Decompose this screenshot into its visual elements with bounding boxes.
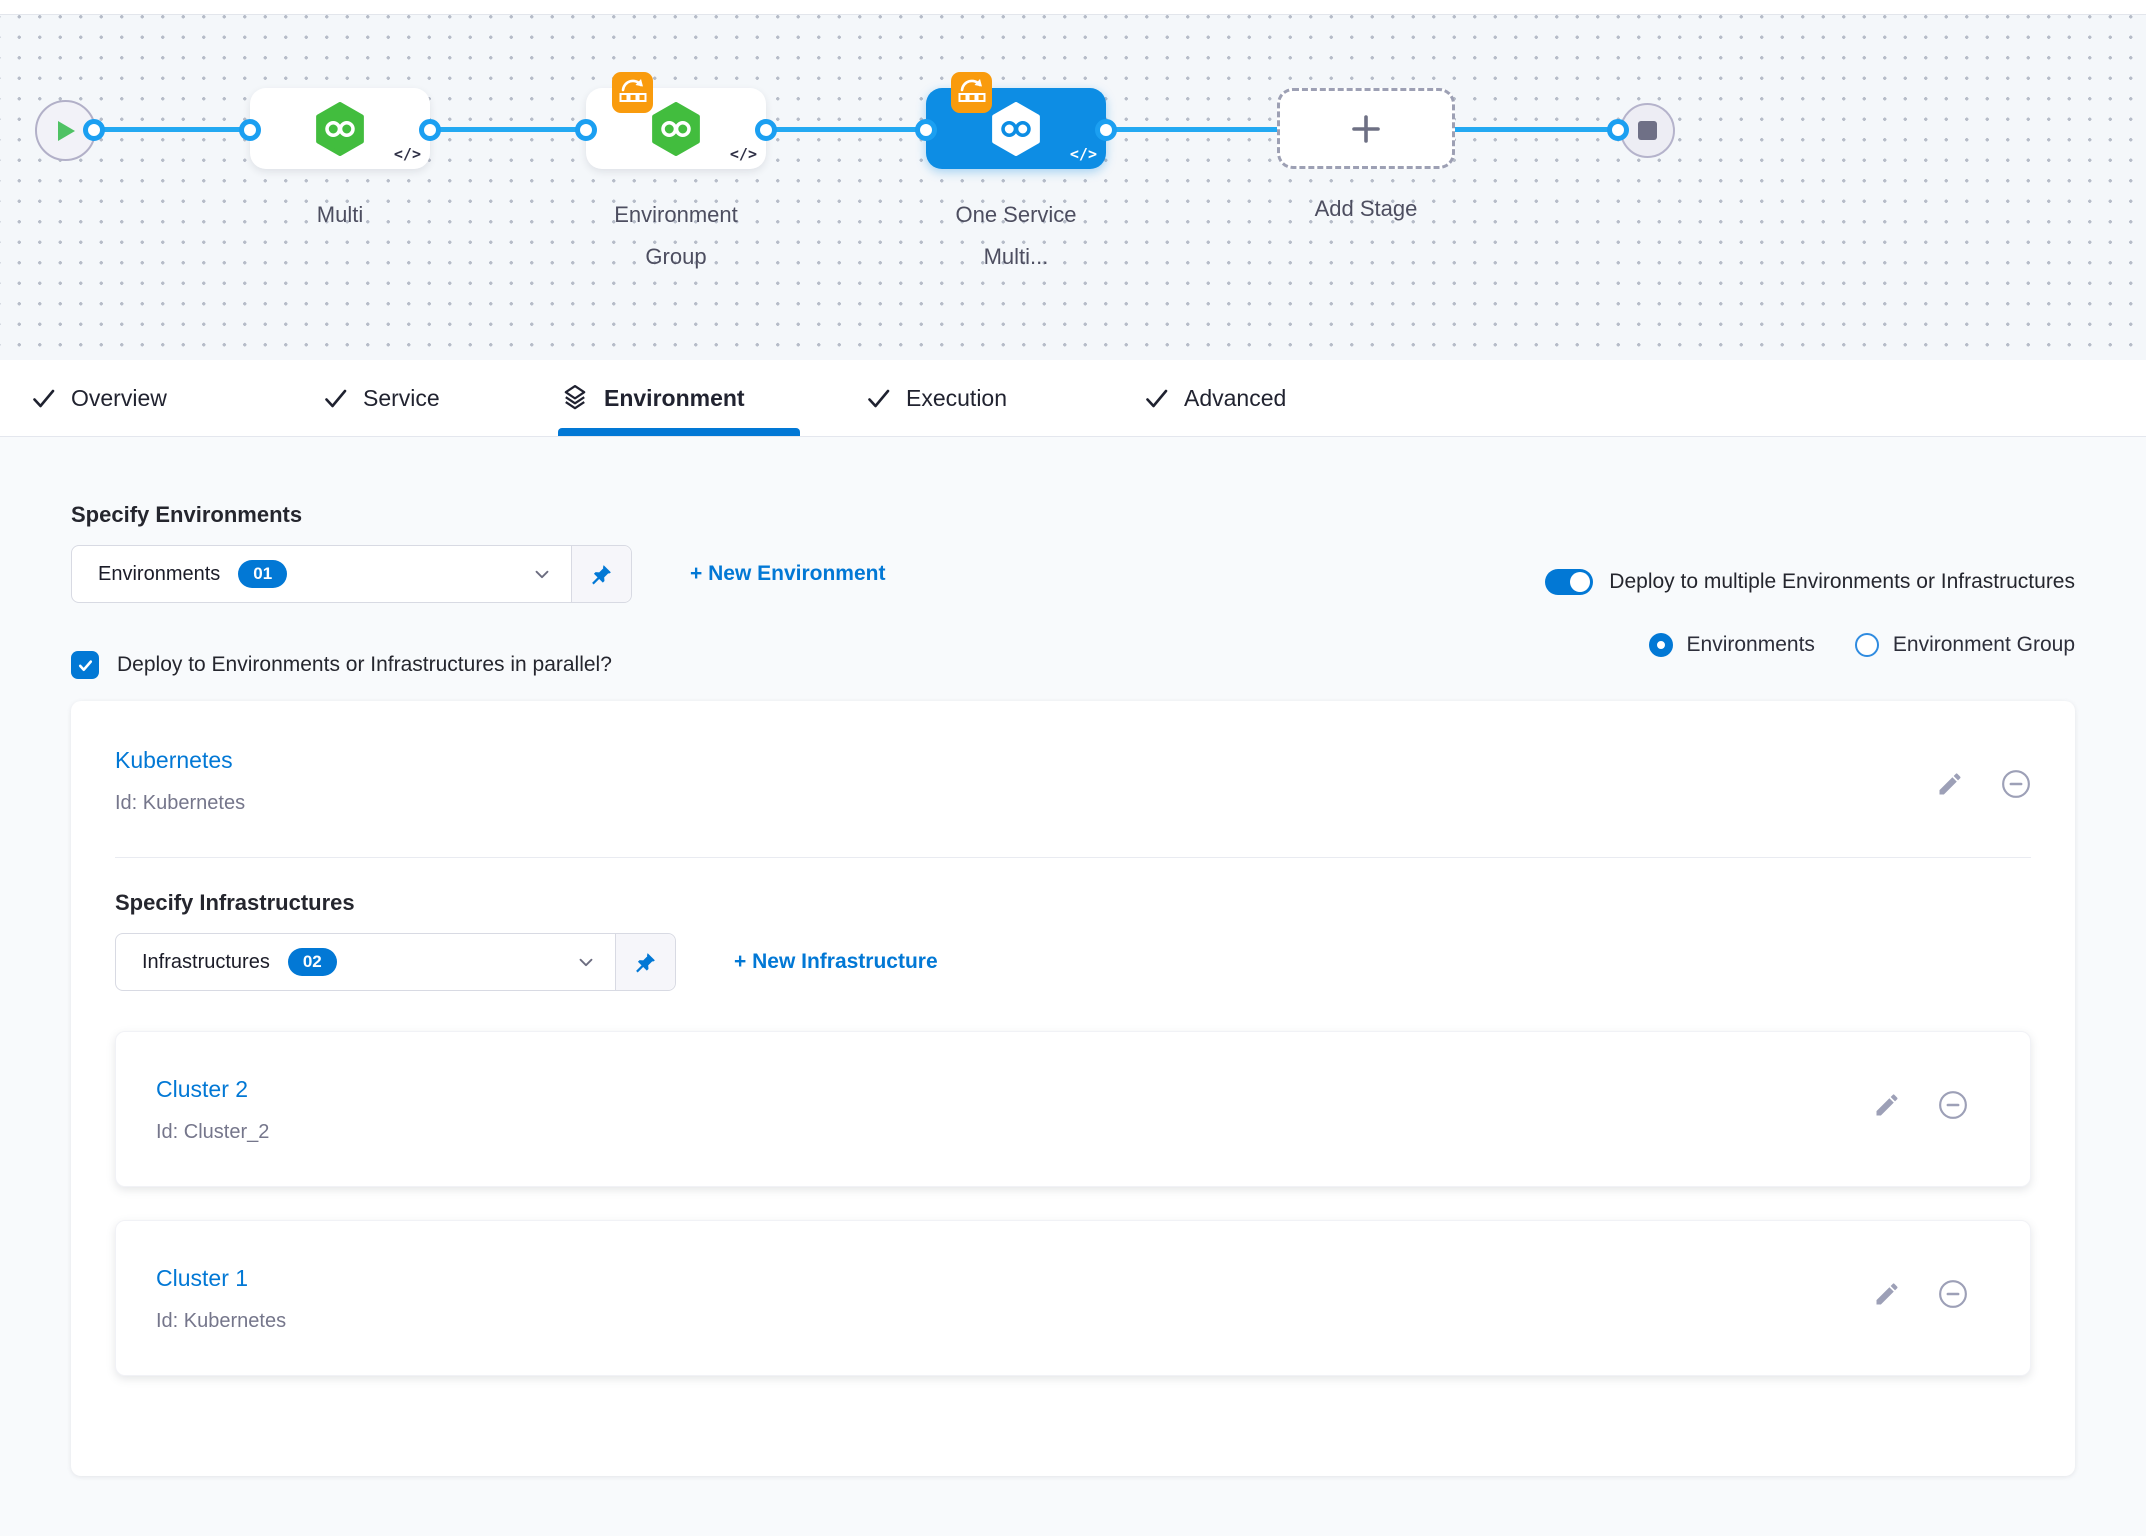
edit-icon[interactable] — [1936, 770, 1964, 798]
tab-execution[interactable]: Execution — [865, 360, 1007, 437]
add-stage-label: Add Stage — [1314, 196, 1418, 221]
environment-card: Kubernetes Id: Kubernetes Specify Infras… — [71, 701, 2075, 1476]
pipeline-start-node[interactable] — [35, 100, 96, 161]
flow-line — [430, 127, 588, 132]
service-hexagon-icon — [652, 101, 700, 156]
deploy-parallel-checkbox[interactable] — [71, 651, 99, 679]
section-divider — [115, 857, 2031, 858]
infrastructures-count-badge: 02 — [287, 948, 337, 976]
edit-icon[interactable] — [1873, 1280, 1901, 1308]
check-icon — [78, 659, 92, 671]
pin-icon — [592, 564, 611, 584]
node-connector[interactable] — [419, 119, 441, 141]
environment-tab-icon — [564, 384, 586, 409]
infrastructure-row-cluster-2: Cluster 2 Id: Cluster_2 — [115, 1031, 2031, 1187]
window-top-strip — [0, 0, 2146, 15]
pin-fixed-value-button[interactable] — [615, 934, 675, 990]
stage-node-one-service[interactable]: </> — [926, 88, 1106, 169]
node-connector[interactable] — [83, 119, 105, 141]
multi-env-toggle-label: Deploy to multiple Environments or Infra… — [1609, 570, 2075, 593]
stage-tabbar: Overview Service Environment Execution A… — [0, 360, 2146, 437]
radio-environments[interactable] — [1648, 633, 1673, 657]
environments-count-badge: 01 — [238, 560, 288, 588]
stage-label-one-service: One Service Multi... — [955, 202, 1077, 269]
infrastructure-id: Id: Kubernetes — [156, 1310, 287, 1332]
chevron-down-icon — [531, 563, 553, 585]
infrastructures-dropdown[interactable]: Infrastructures 02 — [115, 933, 676, 991]
stage-node-multi[interactable]: </> — [250, 88, 430, 169]
add-stage-button[interactable] — [1277, 88, 1455, 169]
infrastructure-id: Id: Cluster_2 — [156, 1121, 270, 1143]
code-icon: </> — [1069, 145, 1097, 163]
new-environment-link[interactable]: + New Environment — [690, 562, 886, 585]
tab-environment[interactable]: Environment — [560, 360, 745, 437]
code-icon: </> — [729, 145, 757, 163]
node-connector[interactable] — [915, 119, 937, 141]
node-connector[interactable] — [1095, 119, 1117, 141]
environment-title-link[interactable]: Kubernetes — [115, 747, 233, 773]
node-connector[interactable] — [575, 119, 597, 141]
infrastructures-dropdown-value: Infrastructures — [142, 950, 270, 973]
check-icon — [325, 389, 347, 408]
check-icon — [868, 389, 890, 408]
stage-label-multi: Multi — [316, 202, 364, 227]
radio-option-environments[interactable]: Environments — [1648, 633, 1815, 657]
rolling-deploy-badge-icon — [612, 72, 653, 113]
node-connector[interactable] — [1607, 119, 1629, 141]
remove-icon[interactable] — [2001, 769, 2031, 799]
environment-row: Kubernetes Id: Kubernetes — [115, 747, 2031, 815]
check-icon — [33, 389, 55, 408]
play-icon — [57, 120, 75, 141]
pipeline-end-node[interactable] — [1620, 103, 1675, 158]
remove-icon[interactable] — [1938, 1279, 1968, 1309]
new-infrastructure-link[interactable]: + New Infrastructure — [734, 950, 938, 973]
node-connector[interactable] — [755, 119, 777, 141]
pin-fixed-value-button[interactable] — [571, 546, 631, 602]
tab-overview[interactable]: Overview — [30, 360, 167, 437]
stage-label-environment-group: Environment Group — [614, 202, 738, 269]
environment-id: Id: Kubernetes — [115, 792, 246, 814]
radio-environment-group[interactable] — [1854, 633, 1879, 657]
remove-icon[interactable] — [1938, 1090, 1968, 1120]
infrastructure-row-cluster-1: Cluster 1 Id: Kubernetes — [115, 1220, 2031, 1376]
code-icon: </> — [393, 145, 421, 163]
stop-icon — [1638, 121, 1657, 140]
environment-tab-panel: Specify Environments Environments 01 + N… — [0, 501, 2146, 1476]
radio-option-environment-group[interactable]: Environment Group — [1854, 633, 2075, 657]
pin-icon — [636, 952, 655, 972]
plus-icon — [1352, 114, 1380, 143]
service-hexagon-icon — [316, 101, 364, 156]
flow-line — [766, 127, 928, 132]
infrastructure-title-link[interactable]: Cluster 2 — [156, 1076, 249, 1102]
multi-env-toggle[interactable] — [1545, 569, 1594, 595]
specify-infrastructures-heading: Specify Infrastructures — [115, 890, 355, 915]
check-icon — [1146, 389, 1168, 408]
pipeline-canvas[interactable]: </> </> </> — [0, 15, 2146, 360]
flow-line — [94, 127, 252, 132]
infrastructure-title-link[interactable]: Cluster 1 — [156, 1265, 249, 1291]
rolling-deploy-badge-icon — [951, 72, 992, 113]
specify-environments-heading: Specify Environments — [71, 502, 303, 527]
environments-dropdown[interactable]: Environments 01 — [71, 545, 632, 603]
tab-service[interactable]: Service — [322, 360, 440, 437]
active-tab-underline — [558, 428, 800, 436]
tab-advanced[interactable]: Advanced — [1143, 360, 1286, 437]
node-connector[interactable] — [239, 119, 261, 141]
service-hexagon-icon — [992, 101, 1040, 156]
edit-icon[interactable] — [1873, 1091, 1901, 1119]
environments-dropdown-value: Environments — [98, 562, 221, 585]
chevron-down-icon — [575, 951, 597, 973]
deploy-parallel-label: Deploy to Environments or Infrastructure… — [117, 653, 612, 676]
